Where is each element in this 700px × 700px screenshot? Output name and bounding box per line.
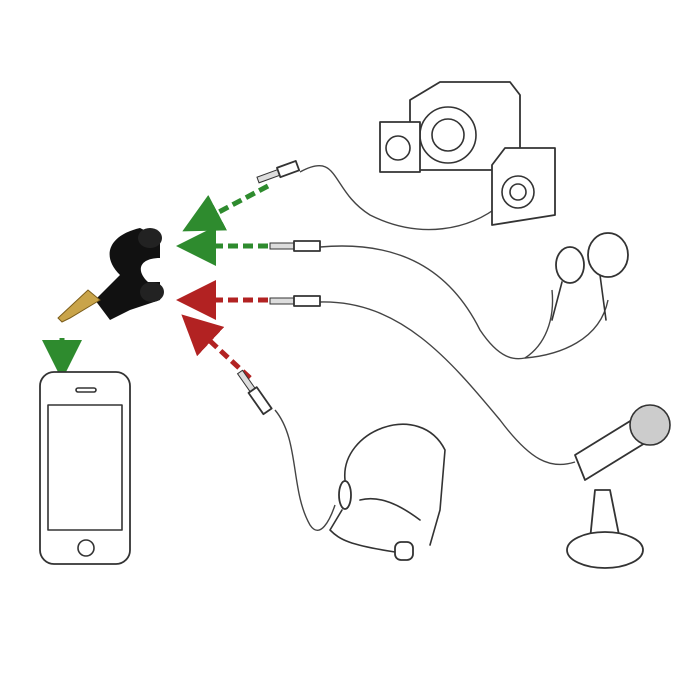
arrow-speakers: [182, 183, 270, 232]
microphone-icon: [566, 404, 671, 569]
audio-jack-icon: [236, 160, 321, 416]
earphones-icon: [551, 232, 629, 321]
microphone-cable: [319, 301, 576, 466]
earphone-cable: [319, 245, 609, 360]
speaker-cable: [299, 165, 501, 231]
cables: [274, 165, 609, 531]
headset-icon: [329, 423, 446, 561]
arrow-headset: [181, 314, 252, 380]
speakers-icon: [379, 81, 556, 226]
headset-cable: [274, 409, 336, 531]
smartphone-icon: [39, 371, 131, 565]
splitter-adapter-icon: [57, 228, 164, 323]
signal-arrows: [42, 183, 270, 380]
